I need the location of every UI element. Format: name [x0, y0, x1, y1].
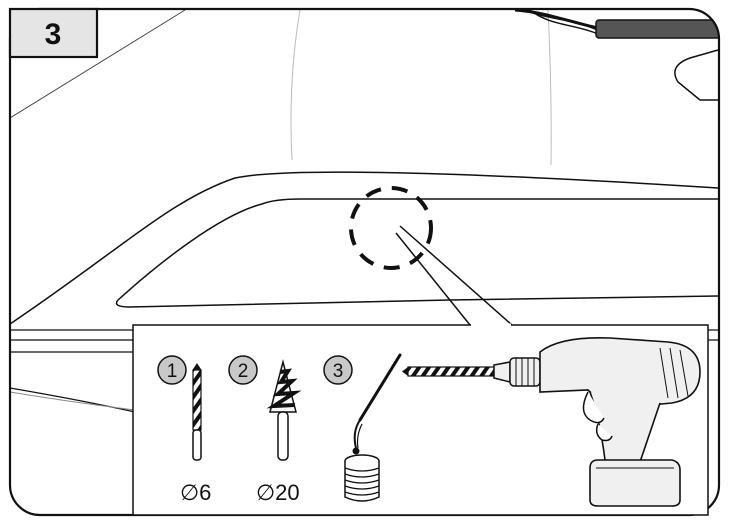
step-number: 3: [45, 18, 62, 51]
step-drill-bit-icon: [266, 359, 302, 461]
badge-3: [323, 355, 353, 385]
badge-3-label: 3: [333, 361, 344, 382]
tool-1-drill-bit: 1 ∅6: [157, 355, 211, 505]
badge-2: [228, 355, 258, 385]
paint-can-icon: [344, 447, 380, 502]
paint-brush-icon: [353, 353, 402, 449]
cable-icon: [514, 9, 719, 39]
badge-2-label: 2: [238, 361, 249, 382]
badge-1: [157, 355, 187, 385]
tool-2-diameter: ∅20: [256, 480, 300, 505]
step-number-box: 3: [8, 7, 99, 59]
drill-location-marker: [349, 186, 433, 270]
tool-1-diameter: ∅6: [180, 480, 211, 505]
badge-1-label: 1: [167, 361, 178, 382]
tool-2-step-drill: 2 ∅20: [228, 355, 302, 505]
twist-drill-bit-icon: [192, 363, 202, 461]
cordless-drill-icon: [402, 336, 701, 507]
tool-3-brush-paint: 3: [323, 353, 402, 502]
